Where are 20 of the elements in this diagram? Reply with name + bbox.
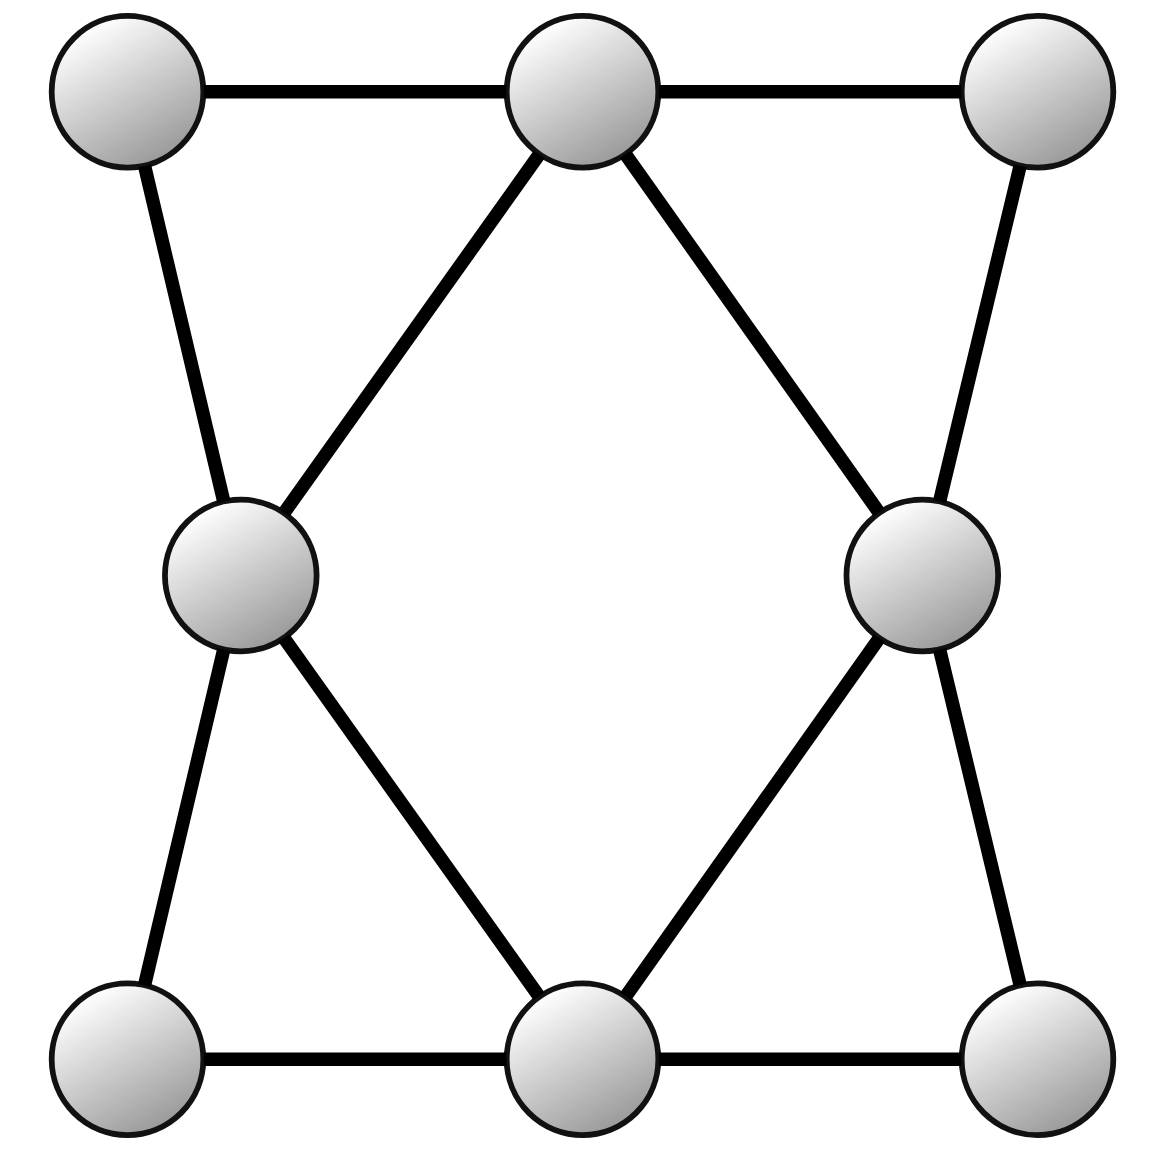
node-circle (503, 980, 661, 1138)
connector (658, 85, 961, 99)
connector (658, 1052, 961, 1066)
connector (619, 634, 885, 1001)
node-circle (843, 496, 1001, 655)
connector (137, 648, 230, 987)
connector (137, 164, 230, 503)
connector (278, 150, 545, 517)
connector (932, 648, 1027, 987)
connector (203, 85, 506, 99)
node-circle (161, 496, 319, 655)
node-circle (958, 980, 1116, 1138)
node-circle (48, 13, 206, 171)
connector (932, 164, 1027, 503)
connector (278, 634, 544, 1001)
node-circle (958, 13, 1116, 171)
connector (203, 1052, 506, 1066)
node-circle (48, 980, 206, 1138)
node-circle (503, 13, 661, 171)
connector (619, 150, 885, 517)
